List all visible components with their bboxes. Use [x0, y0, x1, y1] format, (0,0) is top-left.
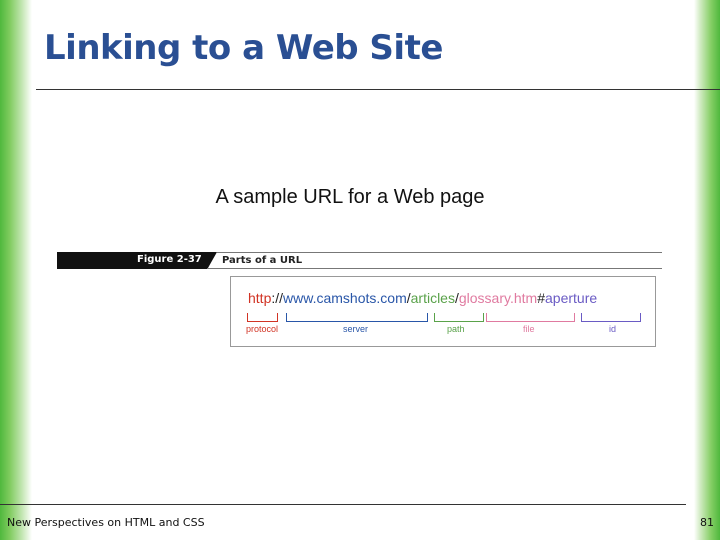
url-file: glossary.htm	[458, 290, 538, 306]
url-separator: /	[406, 290, 411, 306]
server-bracket	[286, 313, 428, 322]
url-path: articles	[410, 290, 455, 306]
footer-book-title: New Perspectives on HTML and CSS	[7, 516, 205, 529]
url-protocol: http	[248, 290, 272, 306]
id-label: id	[609, 324, 617, 334]
figure-number: Figure 2-37	[137, 254, 202, 265]
figure-header-rule-top	[217, 252, 662, 253]
footer-divider	[0, 504, 686, 505]
protocol-label: protocol	[246, 324, 279, 334]
url-server: www.camshots.com	[283, 290, 407, 306]
figure-number-tab: Figure 2-37	[57, 252, 217, 269]
sample-url: http://www.camshots.com/articles/glossar…	[248, 290, 597, 306]
title-divider	[36, 89, 720, 90]
server-label: server	[343, 324, 369, 334]
path-label: path	[447, 324, 465, 334]
id-bracket	[581, 313, 641, 322]
file-label: file	[523, 324, 535, 334]
protocol-bracket	[247, 313, 278, 322]
figure-header: Figure 2-37 Parts of a URL	[57, 252, 662, 269]
figure-title: Parts of a URL	[222, 255, 303, 266]
page-number: 81	[700, 516, 714, 529]
slide-title: Linking to a Web Site	[44, 28, 443, 68]
url-hash: #	[537, 290, 545, 306]
path-bracket	[434, 313, 484, 322]
url-id: aperture	[545, 290, 598, 306]
figure-caption: A sample URL for a Web page	[215, 186, 485, 208]
right-green-border	[694, 0, 720, 540]
figure-header-rule-bottom	[207, 268, 662, 269]
left-green-border	[0, 0, 32, 540]
url-separator: ://	[271, 290, 284, 306]
file-bracket	[486, 313, 575, 322]
url-separator: /	[454, 290, 459, 306]
url-diagram: http://www.camshots.com/articles/glossar…	[230, 276, 656, 347]
